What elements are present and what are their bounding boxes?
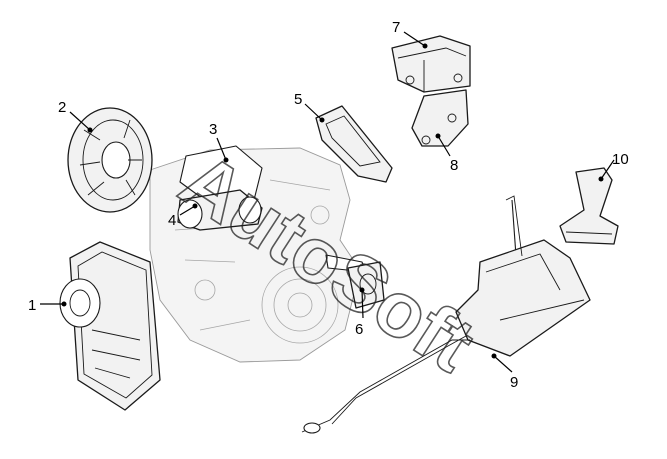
part-1-control-unit (59, 241, 161, 411)
callout-1: 1 (28, 297, 36, 314)
callout-2: 2 (58, 99, 66, 116)
callout-7: 7 (392, 19, 400, 36)
part-6-shaft-flange (325, 254, 385, 309)
callout-8: 8 (450, 157, 458, 174)
part-4-starter-motor (177, 189, 263, 231)
part-8-mount-bracket (411, 89, 469, 147)
callout-6: 6 (355, 321, 363, 338)
part-9-gear-selector (301, 195, 591, 434)
part-5-gasket-plate (315, 105, 393, 183)
callout-10: 10 (612, 151, 629, 168)
callout-4: 4 (168, 212, 176, 229)
callout-3: 3 (209, 121, 217, 138)
callout-labels: 1 2 3 4 5 6 7 8 9 10 (28, 19, 629, 391)
part-10-lever-bracket (559, 167, 619, 245)
part-2-clutch-plate (67, 107, 153, 213)
callout-9: 9 (510, 374, 518, 391)
part-7-upper-mount (391, 35, 471, 93)
callout-5: 5 (294, 91, 302, 108)
callout-leaders (40, 31, 615, 373)
